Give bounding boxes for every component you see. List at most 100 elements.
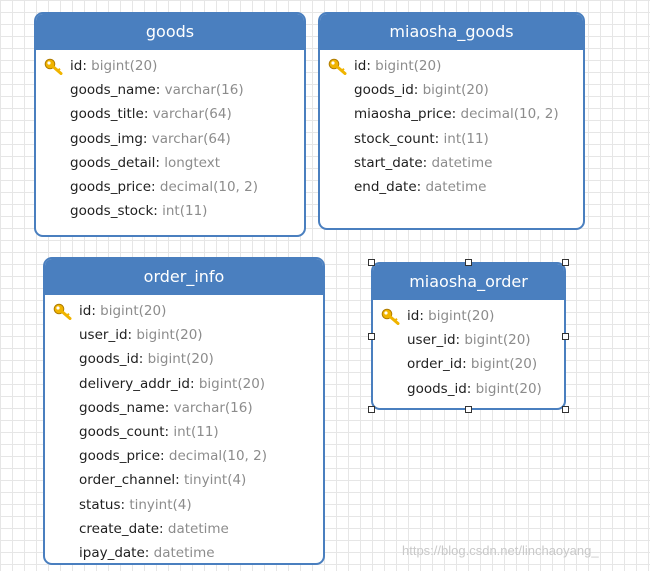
field-row[interactable]: start_date: datetime — [320, 151, 583, 175]
field-name: goods_name — [79, 399, 165, 416]
field-name: user_id — [79, 327, 128, 344]
field-type: int(11) — [173, 423, 219, 440]
entity-title: order_info — [45, 259, 323, 295]
field-row[interactable]: create_date: datetime — [45, 517, 323, 541]
field-name: end_date — [354, 178, 417, 195]
field-row[interactable]: goods_price: decimal(10, 2) — [45, 444, 323, 468]
field-name: id — [354, 58, 367, 74]
field-row[interactable]: goods_name: varchar(16) — [45, 396, 323, 420]
field-type: varchar(64) — [151, 130, 231, 147]
field-name: goods_price — [70, 178, 152, 195]
field-row[interactable]: order_id: bigint(20) — [373, 352, 564, 376]
field-row[interactable]: user_id: bigint(20) — [45, 323, 323, 347]
field-type: bigint(20) — [198, 375, 266, 392]
field-separator: : — [143, 106, 153, 123]
entity-miaosha-goods[interactable]: miaosha_goods id: bigint(20)goods_id: bi… — [318, 12, 585, 230]
field-name: create_date — [79, 520, 160, 537]
field-row[interactable]: stock_count: int(11) — [320, 127, 583, 151]
field-name: order_channel — [79, 472, 176, 489]
entity-miaosha-order[interactable]: miaosha_order id: bigint(20)user_id: big… — [371, 262, 566, 410]
field-row[interactable]: goods_count: int(11) — [45, 420, 323, 444]
field-row[interactable]: goods_img: varchar(64) — [36, 127, 304, 151]
field-name: stock_count — [354, 130, 435, 147]
field-row[interactable]: end_date: datetime — [320, 175, 583, 199]
field-row[interactable]: goods_detail: longtext — [36, 151, 304, 175]
entity-title: goods — [36, 14, 304, 50]
field-name: goods_detail — [70, 154, 156, 171]
field-type: bigint(20) — [470, 356, 538, 373]
field-separator: : — [153, 203, 163, 220]
field-separator: : — [160, 448, 169, 465]
primary-key-icon — [53, 302, 73, 320]
field-type: tinyint(4) — [184, 472, 247, 489]
watermark: https://blog.csdn.net/linchaoyang_ — [402, 543, 599, 558]
resize-handle-ne[interactable] — [562, 259, 569, 266]
field-name: miaosha_price — [354, 106, 452, 123]
field-row[interactable]: delivery_addr_id: bigint(20) — [45, 372, 323, 396]
resize-handle-s[interactable] — [465, 406, 472, 413]
field-type: decimal(10, 2) — [460, 106, 559, 123]
field-type: bigint(20) — [475, 380, 542, 397]
field-type: int(11) — [162, 203, 208, 220]
field-separator: : — [91, 303, 101, 319]
resize-handle-w[interactable] — [368, 333, 375, 340]
field-type: varchar(16) — [164, 82, 244, 99]
resize-handle-nw[interactable] — [368, 259, 375, 266]
field-separator: : — [155, 82, 165, 99]
field-row[interactable]: order_channel: tinyint(4) — [45, 468, 323, 492]
field-separator: : — [190, 375, 199, 392]
field-row[interactable]: miaosha_price: decimal(10, 2) — [320, 102, 583, 126]
field-name: status — [79, 496, 121, 513]
field-row[interactable]: goods_title: varchar(64) — [36, 102, 304, 126]
field-type: bigint(20) — [428, 308, 495, 324]
field-name: start_date — [354, 154, 423, 171]
field-separator: : — [164, 399, 174, 416]
field-row[interactable]: id: bigint(20) — [320, 54, 583, 78]
field-row[interactable]: user_id: bigint(20) — [373, 328, 564, 352]
field-type: tinyint(4) — [129, 496, 192, 513]
field-separator: : — [120, 496, 130, 513]
entity-order-info[interactable]: order_info id: bigint(20)user_id: bigint… — [43, 257, 325, 565]
field-type: datetime — [167, 520, 229, 537]
field-name: goods_price — [79, 448, 161, 465]
field-name: id — [70, 58, 83, 74]
field-separator: : — [164, 423, 174, 440]
field-name: goods_count — [79, 423, 165, 440]
field-row[interactable]: goods_id: bigint(20) — [373, 377, 564, 401]
field-row[interactable]: id: bigint(20) — [373, 304, 564, 328]
field-name: goods_img — [70, 130, 143, 147]
resize-handle-se[interactable] — [562, 406, 569, 413]
field-separator: : — [151, 178, 160, 195]
field-separator: : — [466, 380, 476, 397]
field-type: varchar(64) — [152, 106, 232, 123]
field-type: decimal(10, 2) — [159, 178, 258, 195]
field-separator: : — [434, 130, 444, 147]
field-separator: : — [144, 544, 154, 561]
field-row[interactable]: id: bigint(20) — [45, 299, 323, 323]
field-separator: : — [413, 82, 423, 99]
field-type: int(11) — [443, 130, 489, 147]
field-type: bigint(20) — [136, 327, 203, 344]
field-list: id: bigint(20)goods_name: varchar(16)goo… — [36, 50, 304, 223]
field-type: bigint(20) — [464, 332, 531, 349]
field-row[interactable]: goods_name: varchar(16) — [36, 78, 304, 102]
field-name: id — [407, 308, 420, 324]
field-row[interactable]: goods_price: decimal(10, 2) — [36, 175, 304, 199]
field-row[interactable]: ipay_date: datetime — [45, 541, 323, 563]
field-row[interactable]: goods_id: bigint(20) — [320, 78, 583, 102]
resize-handle-n[interactable] — [465, 259, 472, 266]
field-row[interactable]: goods_id: bigint(20) — [45, 347, 323, 371]
field-type: datetime — [425, 178, 487, 195]
resize-handle-e[interactable] — [562, 333, 569, 340]
field-type: bigint(20) — [91, 58, 158, 74]
field-row[interactable]: id: bigint(20) — [36, 54, 304, 78]
field-type: bigint(20) — [422, 82, 489, 99]
field-row[interactable]: status: tinyint(4) — [45, 493, 323, 517]
resize-handle-sw[interactable] — [368, 406, 375, 413]
field-type: longtext — [164, 154, 221, 171]
entity-goods[interactable]: goods id: bigint(20)goods_name: varchar(… — [34, 12, 306, 237]
field-separator: : — [175, 472, 185, 489]
primary-key-icon — [381, 307, 401, 325]
field-row[interactable]: goods_stock: int(11) — [36, 199, 304, 223]
field-type: datetime — [431, 154, 493, 171]
